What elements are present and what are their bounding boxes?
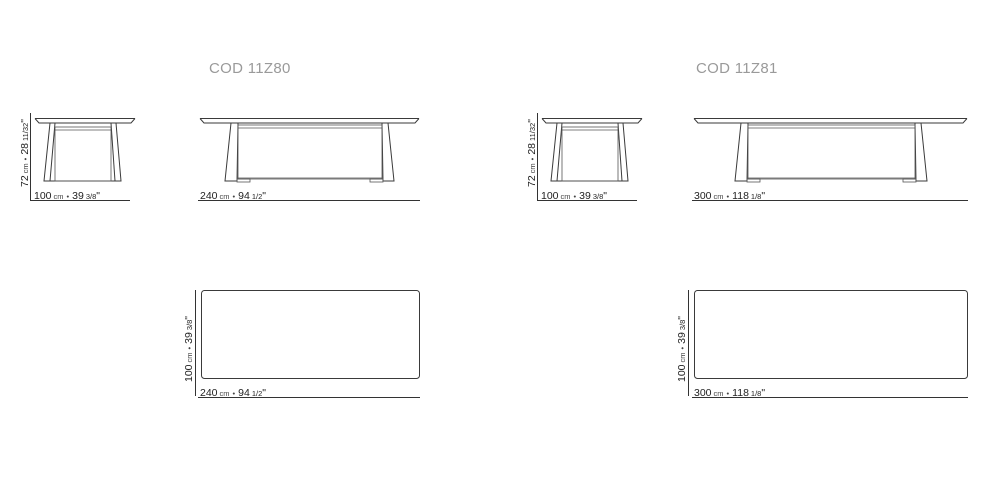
side-view-1 [34,118,136,182]
product-code-1: COD 11Z80 [209,60,291,77]
side-view-2 [541,118,643,182]
top-view-1 [201,290,420,379]
dim-side-height-1: 72cm•2811/32" [19,119,31,187]
front-view-2 [693,118,968,183]
dim-top-depth-2: 100cm•393/8" [676,316,688,382]
dim-top-depth-1: 100cm•393/8" [183,316,195,382]
dim-side-height-2: 72cm•2811/32" [526,119,538,187]
front-view-1 [199,118,420,183]
product-code-2: COD 11Z81 [696,60,778,77]
top-view-2 [694,290,968,379]
